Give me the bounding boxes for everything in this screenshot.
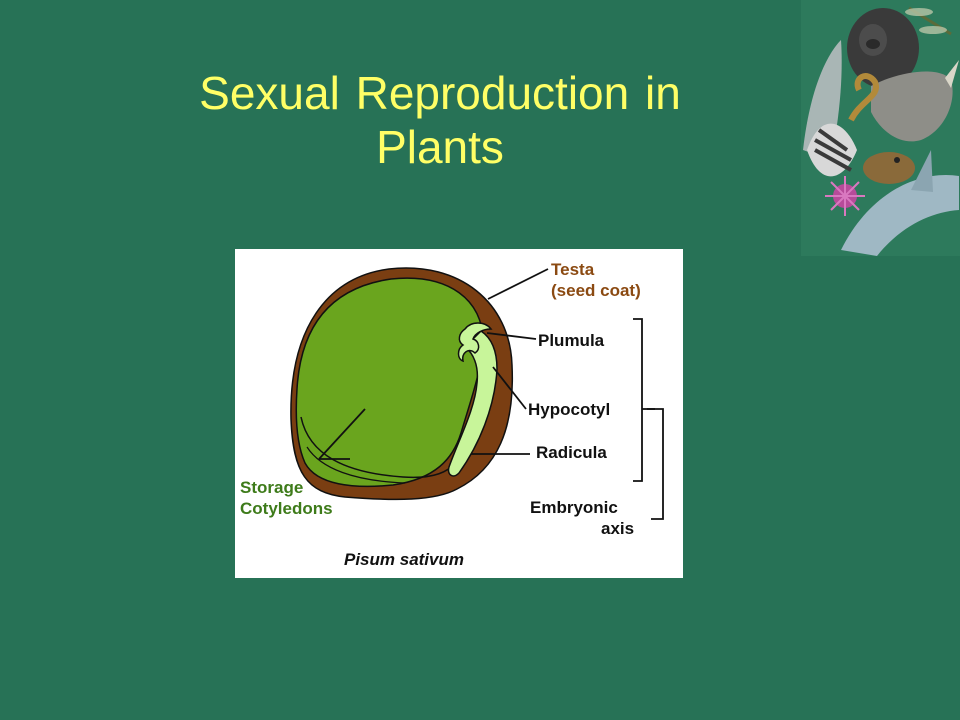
- slide-title: Sexual Reproduction in Plants: [120, 66, 760, 174]
- hypocotyl-label: Hypocotyl: [528, 400, 611, 419]
- axis-label: axis: [601, 519, 635, 538]
- cotyledon-edge-line: [300, 416, 456, 479]
- embryonic-label: Embryonic: [530, 498, 618, 517]
- plumula-label: Plumula: [538, 331, 605, 350]
- slide-title-line2: Plants: [376, 121, 504, 173]
- seed-coat-label: (seed coat): [551, 281, 641, 300]
- cotyledon-edge-line-2: [306, 446, 406, 484]
- radicula-label: Radicula: [536, 443, 607, 462]
- slide-title-line1: Sexual Reproduction in: [199, 67, 681, 119]
- testa-label: Testa: [551, 260, 595, 279]
- cotyledons-label: Cotyledons: [240, 499, 333, 518]
- embryo-shape: [447, 330, 498, 477]
- seed-diagram: Testa (seed coat) Plumula Hypocotyl Radi…: [235, 249, 683, 578]
- animal-collage-icon: [801, 0, 960, 256]
- storage-label: Storage: [240, 478, 304, 497]
- plumule-shape: [457, 322, 493, 363]
- species-label: Pisum sativum: [344, 550, 464, 569]
- seed-illustration: [290, 267, 664, 520]
